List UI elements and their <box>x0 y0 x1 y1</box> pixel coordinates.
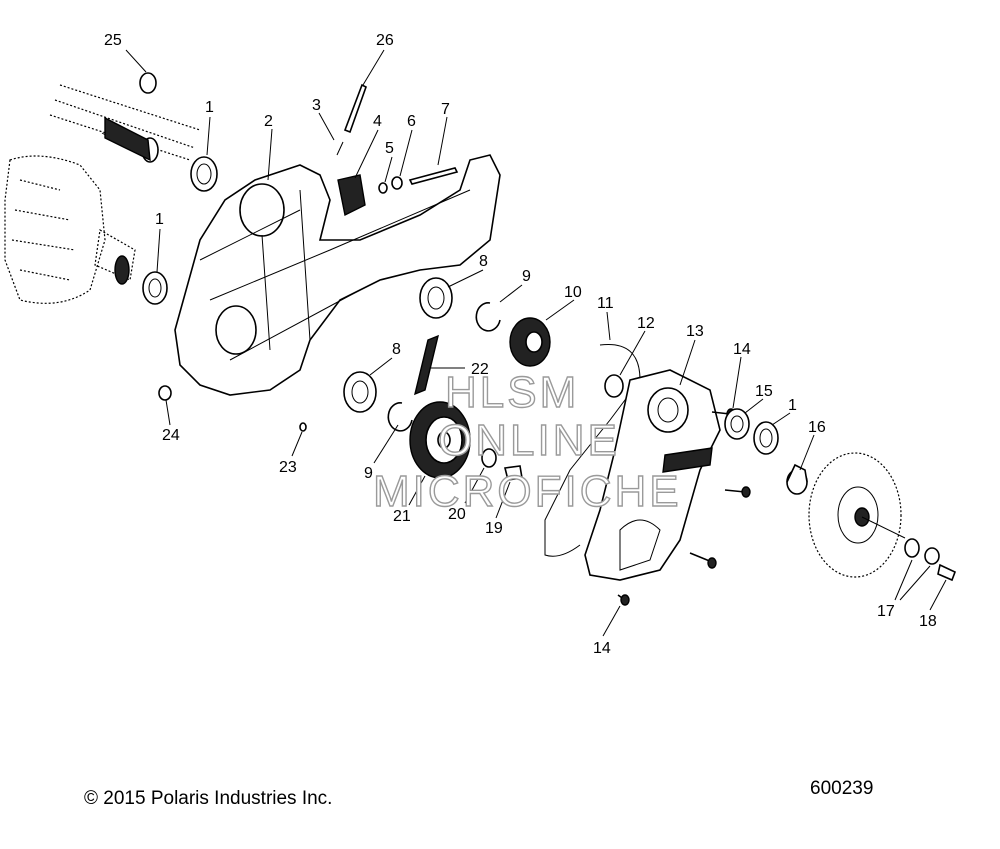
watermark-line-2: ONLINE <box>438 416 620 465</box>
callout-labels: 25 26 1 2 3 4 5 6 7 1 8 9 10 11 12 13 14… <box>104 32 937 657</box>
figure-number: 600239 <box>810 778 874 799</box>
callout-5: 5 <box>385 140 394 157</box>
callout-6: 6 <box>407 113 416 130</box>
seal-1-drawings <box>142 156 779 455</box>
pins-23-24-drawing <box>158 385 307 432</box>
callout-15: 15 <box>755 383 773 400</box>
engine-assembly-drawing <box>4 84 201 304</box>
watermark-line-3: MICROFICHE <box>373 467 682 516</box>
callout-3: 3 <box>312 97 321 114</box>
callout-11: 11 <box>597 295 614 312</box>
callout-4: 4 <box>373 113 382 130</box>
callout-8-lower: 8 <box>392 341 401 358</box>
inner-case-2-drawing <box>174 154 501 396</box>
leader-lines <box>125 49 947 637</box>
brake-disc-drawing <box>808 452 906 578</box>
callout-12: 12 <box>637 315 655 332</box>
callout-22: 22 <box>471 361 489 378</box>
washer-20-pin-19-drawing <box>481 448 523 481</box>
outer-cover-13-drawing <box>584 369 721 581</box>
callout-19: 19 <box>485 520 503 537</box>
callout-9-lower: 9 <box>364 465 373 482</box>
callout-2: 2 <box>264 113 273 130</box>
callout-7: 7 <box>441 101 450 118</box>
retaining-ring-9-drawings <box>387 302 501 432</box>
callout-14-lower: 14 <box>593 640 611 657</box>
gasket-11-drawing <box>544 343 641 557</box>
bearing-8-drawings <box>343 277 453 413</box>
callout-26: 26 <box>376 32 394 49</box>
callout-9: 9 <box>522 268 531 285</box>
copyright-notice: © 2015 Polaris Industries Inc. <box>84 788 333 809</box>
small-parts-3-7-drawing <box>336 83 459 217</box>
callout-20: 20 <box>448 506 466 523</box>
callout-1: 1 <box>205 99 214 116</box>
watermark: HLSM ONLINE MICROFICHE <box>372 367 682 516</box>
chain-22-drawing <box>414 334 439 396</box>
callout-21: 21 <box>393 508 411 525</box>
callout-24: 24 <box>162 427 180 444</box>
spacer-16-drawing <box>786 463 808 495</box>
callout-18: 18 <box>919 613 937 630</box>
callout-23: 23 <box>279 459 297 476</box>
callout-8: 8 <box>479 253 488 270</box>
seal-12-drawing <box>604 374 624 398</box>
washers-17-bolt-18-drawing <box>904 538 957 582</box>
watermark-line-1: HLSM <box>445 368 579 417</box>
callout-17: 17 <box>877 603 895 620</box>
sprocket-10-drawing <box>509 317 551 367</box>
callout-1-right: 1 <box>788 397 797 414</box>
callout-14-upper: 14 <box>733 341 751 358</box>
callout-1-lower: 1 <box>155 211 164 228</box>
bearing-15-drawing <box>724 408 750 440</box>
callout-13: 13 <box>686 323 704 340</box>
callout-10: 10 <box>564 284 582 301</box>
gear-21-drawing <box>409 401 471 479</box>
callout-25: 25 <box>104 32 122 49</box>
oring-25-drawing <box>139 72 157 94</box>
callout-16: 16 <box>808 419 826 436</box>
